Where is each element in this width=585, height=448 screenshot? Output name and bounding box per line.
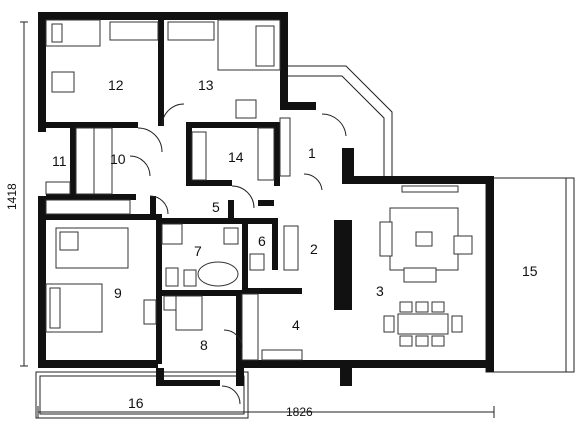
room-label-4: 4 [292,317,300,333]
room-label-5: 5 [212,199,220,215]
exterior-walls [38,12,494,386]
room-labels: 1 2 3 4 5 6 7 8 9 10 11 12 13 14 15 16 [52,77,538,411]
room-label-3: 3 [376,283,384,299]
room-label-6: 6 [258,233,266,249]
room-label-11: 11 [52,153,67,169]
room-8-furniture [163,295,203,331]
room-label-1: 1 [308,145,316,161]
room-label-15: 15 [522,263,538,279]
room-label-9: 9 [114,285,122,301]
room-14-furniture [191,117,291,181]
bedroom-9-furniture [45,227,157,333]
room-6-fixtures [249,225,299,271]
room-label-2: 2 [310,241,318,257]
dimension-height-label: 1418 [5,183,19,210]
room-label-14: 14 [228,149,244,165]
terrace-16-outline [35,371,249,419]
bathroom-7-fixtures [161,223,239,287]
room-label-13: 13 [198,77,214,93]
room-label-16: 16 [128,395,144,411]
kitchen-4-furniture [241,293,303,361]
porch-outline [288,65,393,178]
bedroom-12-furniture [45,19,159,93]
door-swings [129,103,347,405]
room-label-12: 12 [108,77,124,93]
room-label-10: 10 [110,151,126,167]
wardrobe-closets [45,127,131,215]
dimension-width-label: 1826 [286,405,313,419]
interior-walls [46,20,352,364]
room-label-8: 8 [200,337,208,353]
dimension-lines [20,21,495,418]
bedroom-13-furniture [167,19,281,119]
living-3-furniture [379,185,473,347]
room-label-7: 7 [194,243,202,259]
